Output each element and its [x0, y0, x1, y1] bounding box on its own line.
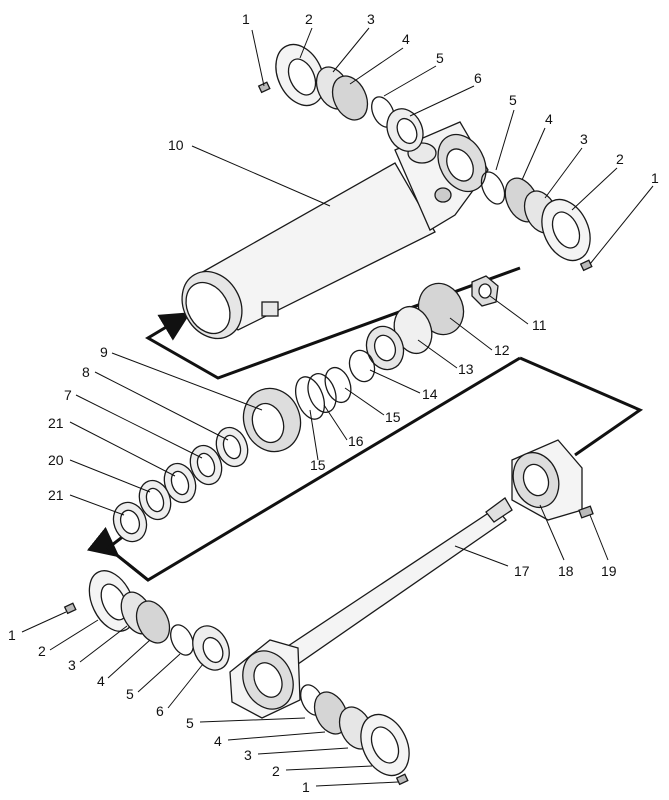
callout-6-top-left: 6 [474, 70, 482, 86]
callout-4-top-left: 4 [402, 31, 410, 47]
callout-3-top-left: 3 [367, 11, 375, 27]
callout-1-bottom-right: 1 [302, 779, 310, 795]
piston-assembly-group [112, 275, 499, 543]
bottom-right-end-cap-group [300, 684, 410, 786]
callout-1-bottom-left: 1 [8, 627, 16, 643]
callout-11-nut: 11 [532, 317, 547, 333]
callout-6-bottom-left: 6 [156, 703, 164, 719]
callout-16-ring: 16 [348, 433, 364, 449]
callout-4-bottom-right: 4 [214, 733, 222, 749]
callout-2-bottom-left: 2 [38, 643, 46, 659]
callout-21-seal-a: 21 [48, 415, 64, 431]
callout-13-spacer: 13 [458, 361, 474, 377]
piston-rod [229, 497, 513, 719]
callout-4-top-right: 4 [545, 111, 553, 127]
top-right-end-cap-group [480, 171, 593, 272]
callout-10-barrel: 10 [168, 137, 184, 153]
callout-19-screw: 19 [601, 563, 617, 579]
callout-8-seal: 8 [82, 364, 90, 380]
flow-arrow-left-loop-b [105, 533, 149, 582]
flow-arrow-lower [519, 356, 644, 457]
callout-3-bottom-right: 3 [244, 747, 252, 763]
cylinder-head [511, 439, 594, 521]
callout-1-top-left: 1 [242, 11, 250, 27]
callout-14-ring: 14 [422, 386, 438, 402]
callout-3-top-right: 3 [580, 131, 588, 147]
top-left-end-cap-group [257, 43, 424, 152]
callout-9-seal: 9 [100, 344, 108, 360]
flow-arrow-upper [145, 266, 521, 380]
callout-5-bottom-left: 5 [126, 686, 134, 702]
callout-21-seal-b: 21 [48, 487, 64, 503]
callout-2-bottom-right: 2 [272, 763, 280, 779]
cylinder-barrel [181, 121, 489, 340]
callout-7-seal: 7 [64, 387, 72, 403]
callout-5-bottom-right: 5 [186, 715, 194, 731]
callout-2-top-right: 2 [616, 151, 624, 167]
callout-17-rod: 17 [514, 563, 530, 579]
callout-5-top-right: 5 [509, 92, 517, 108]
leader-lines [21, 27, 654, 787]
callout-12-piston: 12 [494, 342, 510, 358]
callout-2-top-left: 2 [305, 11, 313, 27]
bottom-left-end-cap-group [63, 570, 230, 671]
callout-4-bottom-left: 4 [97, 673, 105, 689]
callout-20-seal: 20 [48, 452, 64, 468]
callout-numbers: 1 2 3 4 5 6 5 4 3 2 1 10 11 12 13 14 15 … [8, 11, 659, 795]
callout-5-top-left: 5 [436, 50, 444, 66]
callout-18-head: 18 [558, 563, 574, 579]
callout-15-ring-b: 15 [310, 457, 326, 473]
callout-1-top-right: 1 [651, 170, 659, 186]
callout-15-ring-a: 15 [385, 409, 401, 425]
callout-3-bottom-left: 3 [68, 657, 76, 673]
